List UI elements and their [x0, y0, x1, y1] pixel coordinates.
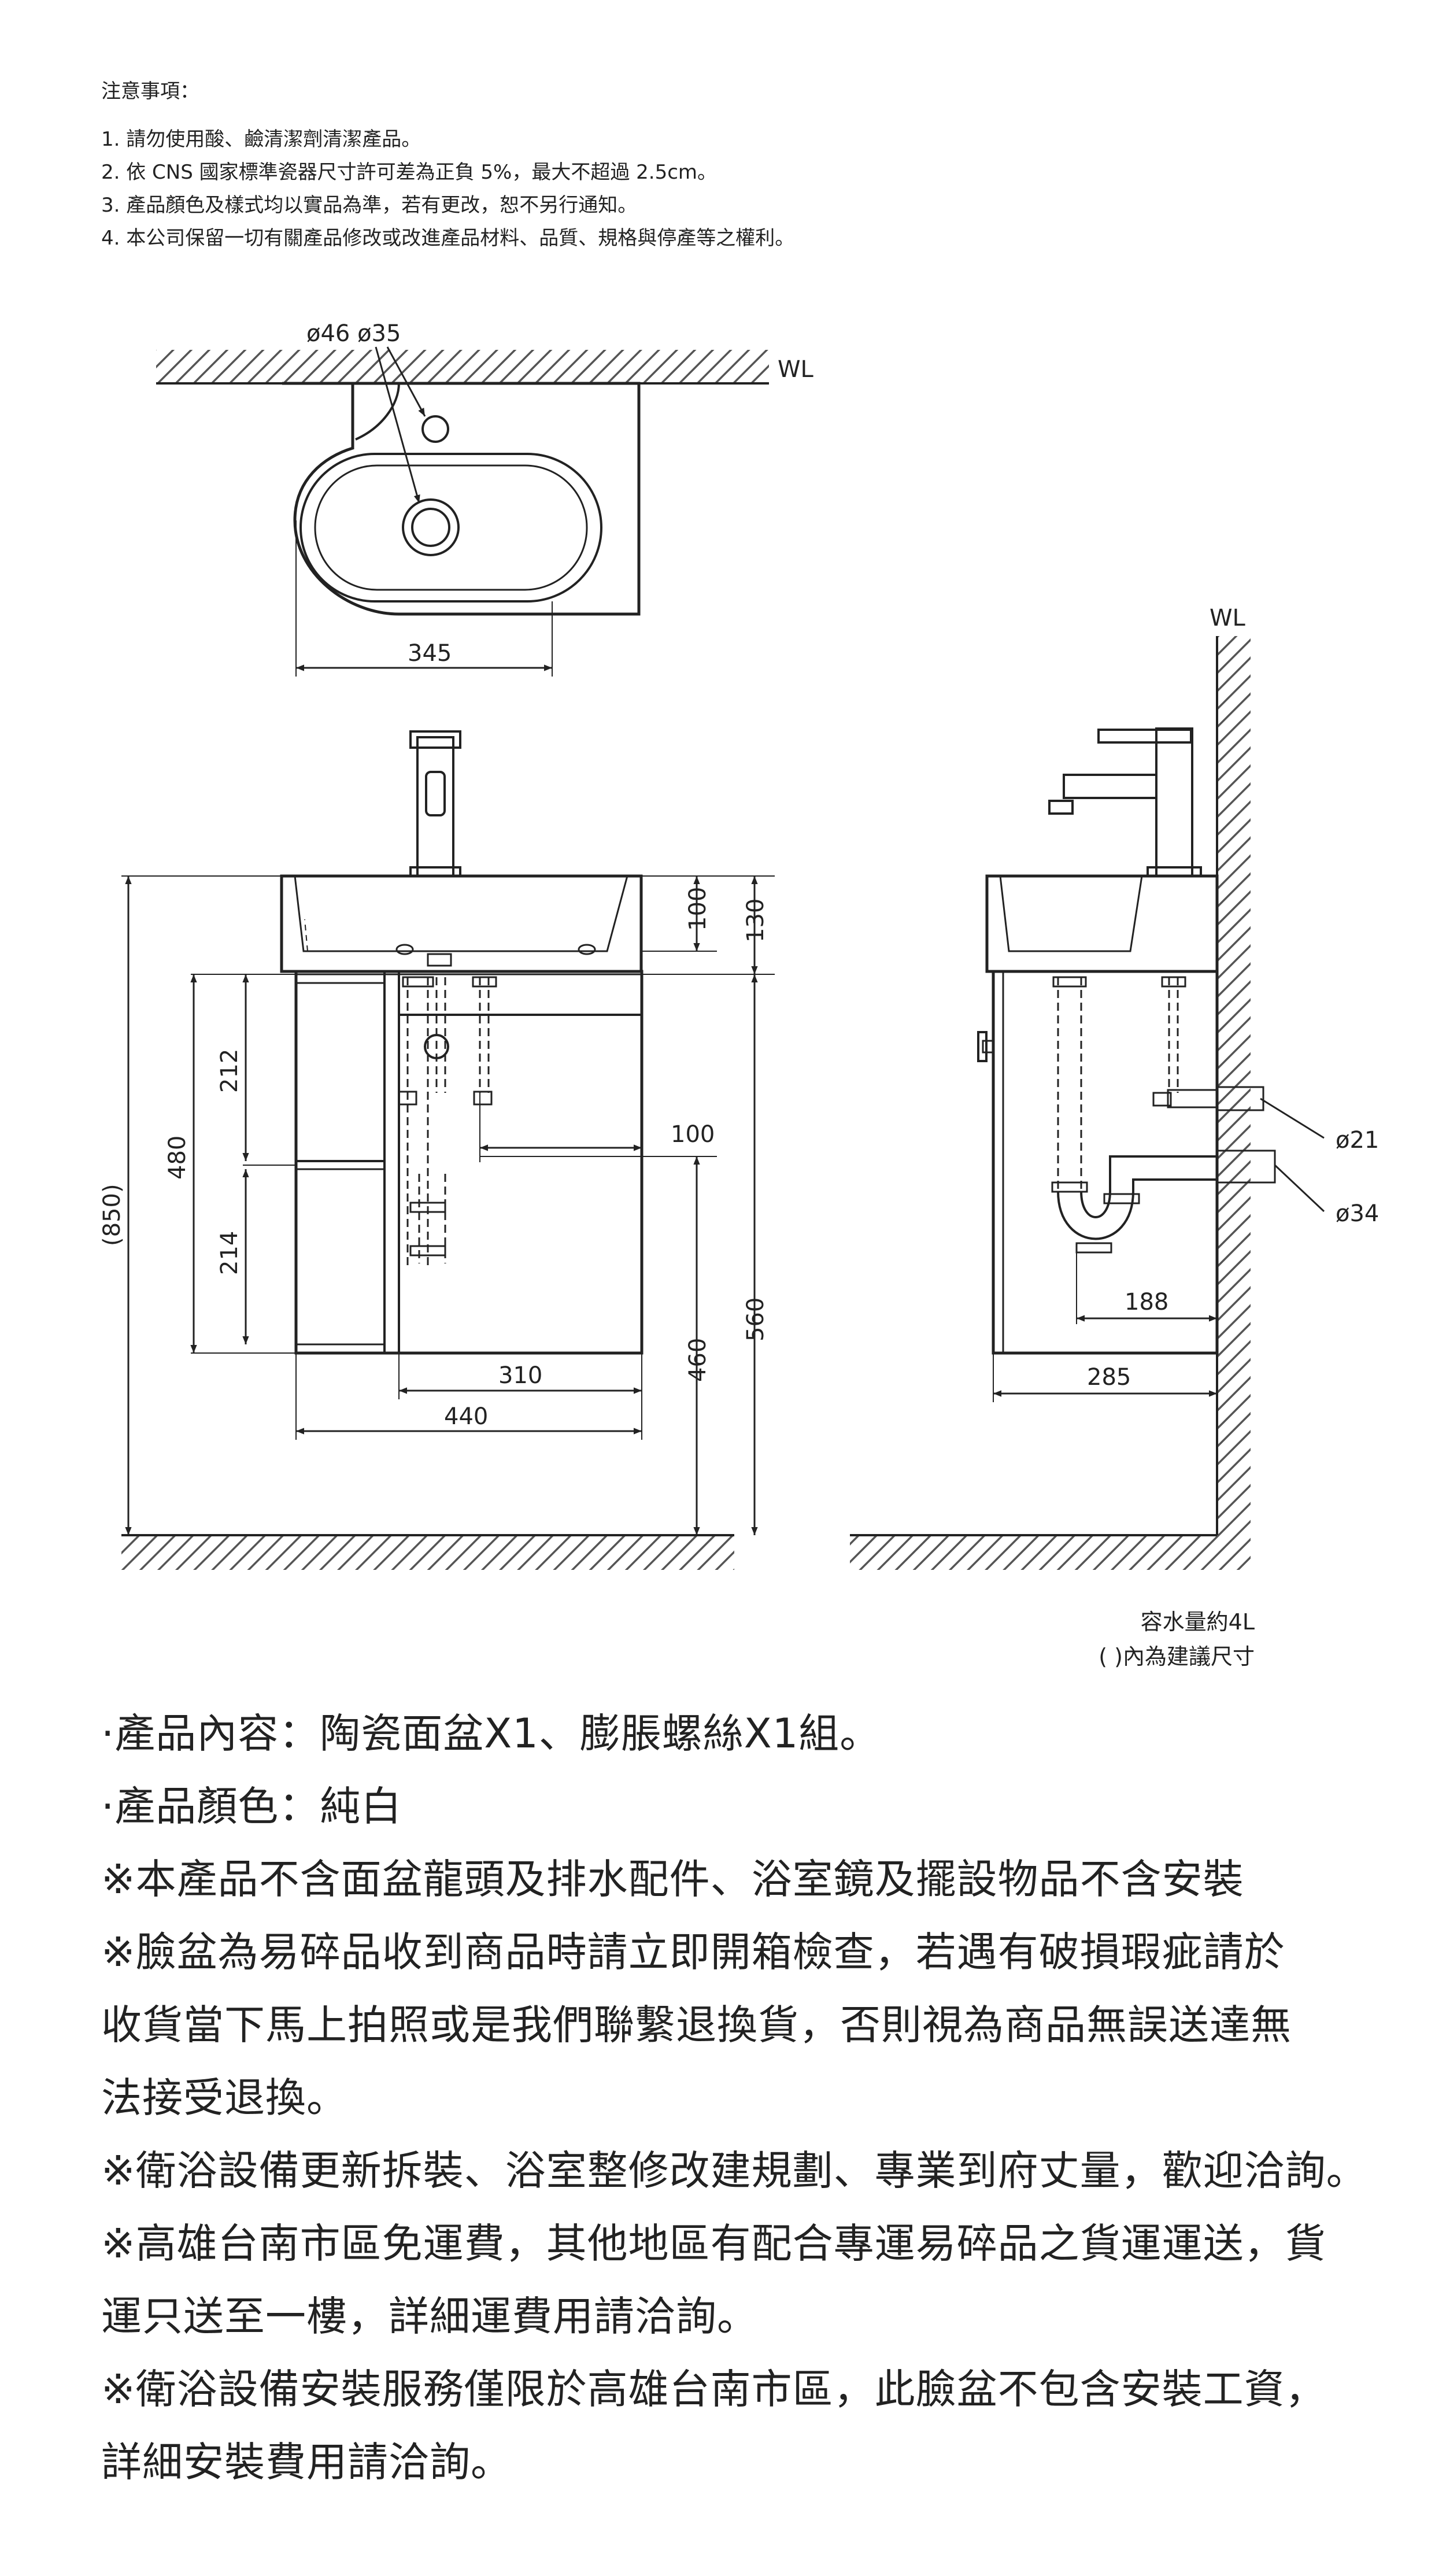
dim-cabinet-height: 480	[164, 1136, 191, 1180]
note-item: 2. 依 CNS 國家標準瓷器尺寸許可差為正負 5%，最大不超過 2.5cm。	[101, 161, 718, 184]
drain-hole	[402, 498, 460, 556]
dim-upper-shelf: 212	[216, 1049, 243, 1093]
description-line: ※本產品不含面盆龍頭及排水配件、浴室鏡及擺設物品不含安裝	[101, 1856, 1244, 1903]
hole-diameter-labels: ø46 ø35	[306, 320, 401, 347]
description-line: ※臉盆為易碎品收到商品時請立即開箱檢查，若遇有破損瑕疵請於	[101, 1928, 1285, 1976]
basin-bowl	[299, 453, 602, 603]
note-item: 4. 本公司保留一切有關產品修改或改進產品材料、品質、規格與停產等之權利。	[101, 227, 795, 250]
description-line: ※衛浴設備安裝服務僅限於高雄台南市區，此臉盆不包含安裝工資，	[101, 2366, 1326, 2413]
description-line: 法接受退換。	[101, 2074, 347, 2122]
side-floor-hatch	[850, 1535, 1251, 1570]
description-line: ·產品內容：陶瓷面盆X1、膨脹螺絲X1組。	[101, 1710, 881, 1757]
side-basin	[985, 874, 1219, 973]
dim-basin-depth: 100	[685, 887, 711, 931]
top-wall-label: WL	[778, 356, 814, 383]
front-faucet	[416, 736, 454, 877]
technical-drawing: WL ø46 ø35 345	[99, 320, 1379, 1669]
capacity-note: 容水量約4L	[1141, 1609, 1255, 1635]
dim-basin-height: 130	[742, 899, 769, 943]
notes-section: 注意事項： 1. 請勿使用酸、鹼清潔劑清潔產品。 2. 依 CNS 國家標準瓷器…	[101, 75, 1373, 255]
dim-trap-distance: 188	[1125, 1289, 1168, 1315]
top-width-dim: 345	[408, 640, 452, 667]
side-view: WL	[850, 605, 1379, 1669]
description-line: ※衛浴設備更新拆裝、浴室整修改建規劃、專業到府丈量，歡迎洽詢。	[101, 2147, 1367, 2194]
top-view: WL ø46 ø35 345	[156, 320, 814, 677]
description-line: 收貨當下馬上拍照或是我們聯繫退換貨，否則視為商品無誤送達無	[101, 2001, 1292, 2049]
note-item: 3. 產品顏色及樣式均以實品為準，若有更改，恕不另行通知。	[101, 194, 638, 217]
drain-pipe-label: ø34	[1336, 1200, 1379, 1227]
front-floor-hatch	[121, 1535, 734, 1570]
product-description: ·產品內容：陶瓷面盆X1、膨脹螺絲X1組。 ·產品顏色：純白 ※本產品不含面盆龍…	[101, 1697, 1373, 2499]
description-line: ※高雄台南市區免運費，其他地區有配合專運易碎品之貨運運送，貨	[101, 2220, 1326, 2267]
note-item: 1. 請勿使用酸、鹼清潔劑清潔產品。	[101, 128, 421, 151]
dim-lower-shelf: 214	[216, 1231, 243, 1275]
side-faucet	[1155, 727, 1193, 877]
description-line: 詳細安裝費用請洽詢。	[101, 2438, 512, 2486]
front-view: (850) 480 212 214 100 130 100 460 560 31…	[99, 730, 775, 1570]
faucet-hole	[421, 415, 449, 443]
side-wall-hatch	[1217, 636, 1251, 1570]
supply-pipe-label: ø21	[1336, 1127, 1379, 1154]
dim-door-width: 310	[498, 1362, 542, 1389]
description-line: ·產品顏色：純白	[101, 1783, 402, 1830]
front-basin	[280, 874, 643, 973]
dim-cabinet-to-floor: 460	[685, 1338, 711, 1382]
suggested-size-note: ( )內為建議尺寸	[1099, 1644, 1255, 1669]
side-cabinet	[992, 970, 1219, 1355]
dim-top-to-floor: 560	[742, 1298, 769, 1341]
dim-total-width: 440	[444, 1403, 488, 1430]
dim-total-height: (850)	[99, 1184, 125, 1246]
description-line: 運只送至一樓，詳細運費用請洽詢。	[101, 2293, 758, 2340]
notes-title: 注意事項：	[101, 80, 199, 103]
dim-depth: 285	[1087, 1364, 1131, 1391]
top-wall-hatch	[156, 350, 769, 383]
dim-drain-offset: 100	[671, 1121, 715, 1148]
side-wall-label: WL	[1210, 605, 1246, 631]
basin-outline	[282, 382, 641, 616]
